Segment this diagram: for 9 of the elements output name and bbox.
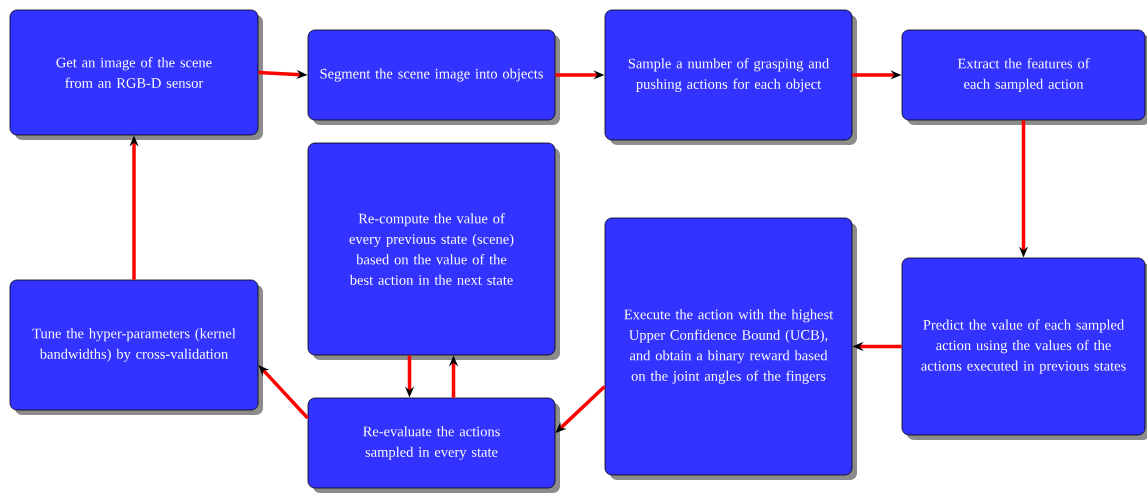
process-box: Execute the action with the highest Upper Confidence Bound (UCB), and obtain a binary reward based on the joint angles of the fingers: [604, 217, 857, 480]
process-box: Get an image of the scene from an RGB-D sensor: [9, 9, 263, 140]
process-box: Segment the scene image into objects: [307, 29, 560, 125]
process-box: Predict the value of each sampled action using the values of the actions executed in previous states: [901, 257, 1147, 440]
process-box: Extract the features of each sampled action: [901, 29, 1147, 125]
process-box: Re-compute the value of every previous state (scene) based on the value of the best action in the next state: [307, 142, 560, 360]
process-box: Tune the hyper-parameters (kernel bandwidths) by cross-validation: [9, 279, 263, 415]
process-box: Sample a number of grasping and pushing actions for each object: [604, 9, 857, 145]
process-box: Re-evaluate the actions sampled in every state: [307, 397, 560, 493]
